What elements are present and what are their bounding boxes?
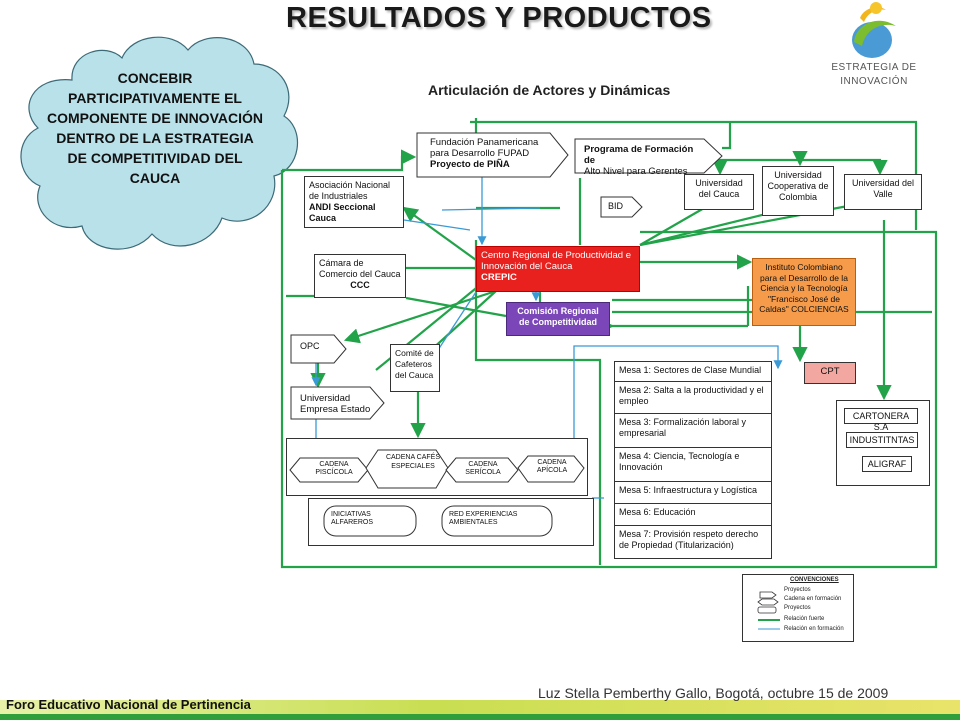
- ccc-label-1: Cámara de Comercio del Cauca: [319, 258, 401, 279]
- mesa-7-label: Mesa 7: Provisión respeto derecho de Pro…: [619, 529, 759, 550]
- mesas-panel: Mesa 1: Sectores de Clase Mundial Mesa 2…: [614, 361, 772, 559]
- andi-box: Asociación Nacional de Industriales ANDI…: [304, 176, 404, 228]
- fupad-box: Fundación Panamericana para Desarrollo F…: [426, 134, 546, 174]
- cadena-apicola: CADENA APÍCOLA: [528, 458, 576, 480]
- mesa-1-label: Mesa 1: Sectores de Clase Mundial: [619, 365, 762, 375]
- uvalle-box: Universidad del Valle: [844, 174, 922, 210]
- ucauca-label: Universidad del Cauca: [695, 178, 743, 199]
- andi-label-3: ANDI Seccional Cauca: [309, 202, 376, 223]
- aligraf-box: ALIGRAF: [862, 456, 912, 472]
- crepic-box: Centro Regional de Productividad e Innov…: [476, 246, 640, 292]
- fupad-label-2: para Desarrollo FUPAD: [430, 148, 530, 159]
- industintas-box: INDUSTITNTAS: [846, 432, 918, 448]
- bid-box: BID: [604, 198, 634, 216]
- mesa-3: Mesa 3: Formalización laboral y empresar…: [615, 414, 771, 448]
- comision-label: Comisión Regional de Competitividad: [517, 306, 599, 327]
- fupad-arrow-shape: [416, 132, 569, 178]
- diagram-subtitle: Articulación de Actores y Dinámicas: [428, 82, 671, 98]
- legend-item-5: Relación en formación: [784, 626, 844, 632]
- opc-label: OPC: [300, 341, 320, 351]
- cadena-cafes: CADENA CAFÉS ESPECIALES: [380, 452, 446, 486]
- red-box: RED EXPERIENCIAS AMBIENTALES: [448, 510, 542, 532]
- legend-item-1: Proyectos: [784, 587, 811, 593]
- uee-label: Universidad Empresa Estado: [300, 393, 371, 415]
- cloud-shape: [20, 36, 299, 250]
- programa-arrow-shape: [574, 138, 723, 174]
- fupad-label-3: Proyecto de PIÑA: [430, 159, 510, 170]
- comite-label: Comité de Cafeteros del Cauca: [395, 348, 434, 380]
- mesa-5-label: Mesa 5: Infraestructura y Logística: [619, 485, 758, 495]
- ucc-box: Universidad Cooperativa de Colombia: [762, 166, 834, 216]
- colciencias-box: Instituto Colombiano para el Desarrollo …: [752, 258, 856, 326]
- ucauca-box: Universidad del Cauca: [684, 174, 754, 210]
- legend-panel: [742, 574, 854, 642]
- iniciativas-label: INICIATIVAS ALFAREROS: [331, 511, 374, 526]
- mesa-2-label: Mesa 2: Salta a la productividad y el em…: [619, 385, 764, 406]
- ccc-box: Cámara de Comercio del Cauca CCC: [314, 254, 406, 298]
- programa-label-1: Programa de Formación de: [584, 144, 694, 166]
- opc-arrow-shape: [290, 334, 347, 364]
- cloud-text: CONCEBIR PARTICIPATIVAMENTE EL COMPONENT…: [47, 70, 263, 186]
- mesa-6-label: Mesa 6: Educación: [619, 507, 696, 517]
- comision-box: Comisión Regional de Competitividad: [506, 302, 610, 336]
- aligraf-label: ALIGRAF: [867, 459, 907, 469]
- colciencias-label: Instituto Colombiano para el Desarrollo …: [759, 262, 849, 314]
- uvalle-label: Universidad del Valle: [851, 178, 915, 199]
- mesa-7: Mesa 7: Provisión respeto derecho de Pro…: [615, 526, 771, 558]
- mesa-6: Mesa 6: Educación: [615, 504, 771, 526]
- cadenas-shapes: [289, 449, 585, 489]
- mesa-5: Mesa 5: Infraestructura y Logística: [615, 482, 771, 504]
- cartonera-label: CARTONERA S.A: [852, 411, 910, 432]
- cpt-box: CPT: [804, 362, 856, 384]
- andi-label-1: Asociación Nacional: [309, 180, 391, 190]
- cadena-sericola-label: CADENA SERÍCOLA: [465, 461, 501, 476]
- cadena-apicola-label: CADENA APÍCOLA: [536, 459, 568, 474]
- programa-label-2: Alto Nivel para Gerentes: [584, 166, 688, 177]
- legend-shapes: [757, 591, 780, 630]
- cartonera-box: CARTONERA S.A: [844, 408, 918, 432]
- legend-item-2: Cadena en formación: [784, 596, 842, 602]
- cadena-piscicola: CADENA PISCÍCOLA: [302, 460, 366, 482]
- legend-title: CONVENCIONES: [790, 577, 839, 583]
- programa-box: Programa de Formación de Alto Nivel para…: [580, 141, 710, 177]
- legend-item-4: Relación fuerte: [784, 616, 825, 622]
- mesa-4: Mesa 4: Ciencia, Tecnología e Innovación: [615, 448, 771, 482]
- iniciativas-shapes: [323, 505, 553, 537]
- mesa-1: Mesa 1: Sectores de Clase Mundial: [615, 362, 771, 382]
- ucc-label: Universidad Cooperativa de Colombia: [767, 170, 829, 202]
- mesa-2: Mesa 2: Salta a la productividad y el em…: [615, 382, 771, 414]
- industintas-label: INDUSTITNTAS: [849, 435, 915, 445]
- author-credit: Luz Stella Pemberthy Gallo, Bogotá, octu…: [538, 685, 889, 701]
- mesa-3-label: Mesa 3: Formalización laboral y empresar…: [619, 417, 747, 438]
- cpt-label: CPT: [820, 366, 840, 377]
- fupad-label-1: Fundación Panamericana: [430, 137, 539, 148]
- crepic-label-2: CREPIC: [481, 272, 517, 283]
- bid-arrow-shape: [600, 196, 643, 218]
- innovation-logo: [852, 2, 896, 58]
- legend-item-3: Proyectos: [784, 605, 811, 611]
- slide-title: RESULTADOS Y PRODUCTOS: [286, 2, 712, 34]
- footer-green-strip: [0, 714, 960, 720]
- mesa-4-label: Mesa 4: Ciencia, Tecnología e Innovación: [619, 451, 740, 472]
- bid-label: BID: [608, 201, 624, 211]
- crepic-label-1: Centro Regional de Productividad e Innov…: [481, 250, 631, 272]
- cadena-piscicola-label: CADENA PISCÍCOLA: [315, 461, 353, 476]
- red-label: RED EXPERIENCIAS AMBIENTALES: [449, 511, 518, 526]
- logo-caption: ESTRATEGIA DE INNOVACIÓN: [831, 62, 917, 87]
- ccc-label-2: CCC: [350, 280, 370, 290]
- event-name: Foro Educativo Nacional de Pertinencia: [6, 697, 251, 712]
- cadena-sericola: CADENA SERÍCOLA: [456, 460, 510, 482]
- cadena-cafes-label: CADENA CAFÉS ESPECIALES: [385, 454, 441, 470]
- opc-box: OPC: [296, 338, 336, 358]
- andi-label-2: de Industriales: [309, 191, 368, 201]
- iniciativas-box: INICIATIVAS ALFAREROS: [330, 510, 402, 532]
- uee-arrow-shape: [290, 386, 385, 420]
- comite-box: Comité de Cafeteros del Cauca: [390, 344, 440, 392]
- uee-box: Universidad Empresa Estado: [296, 390, 376, 418]
